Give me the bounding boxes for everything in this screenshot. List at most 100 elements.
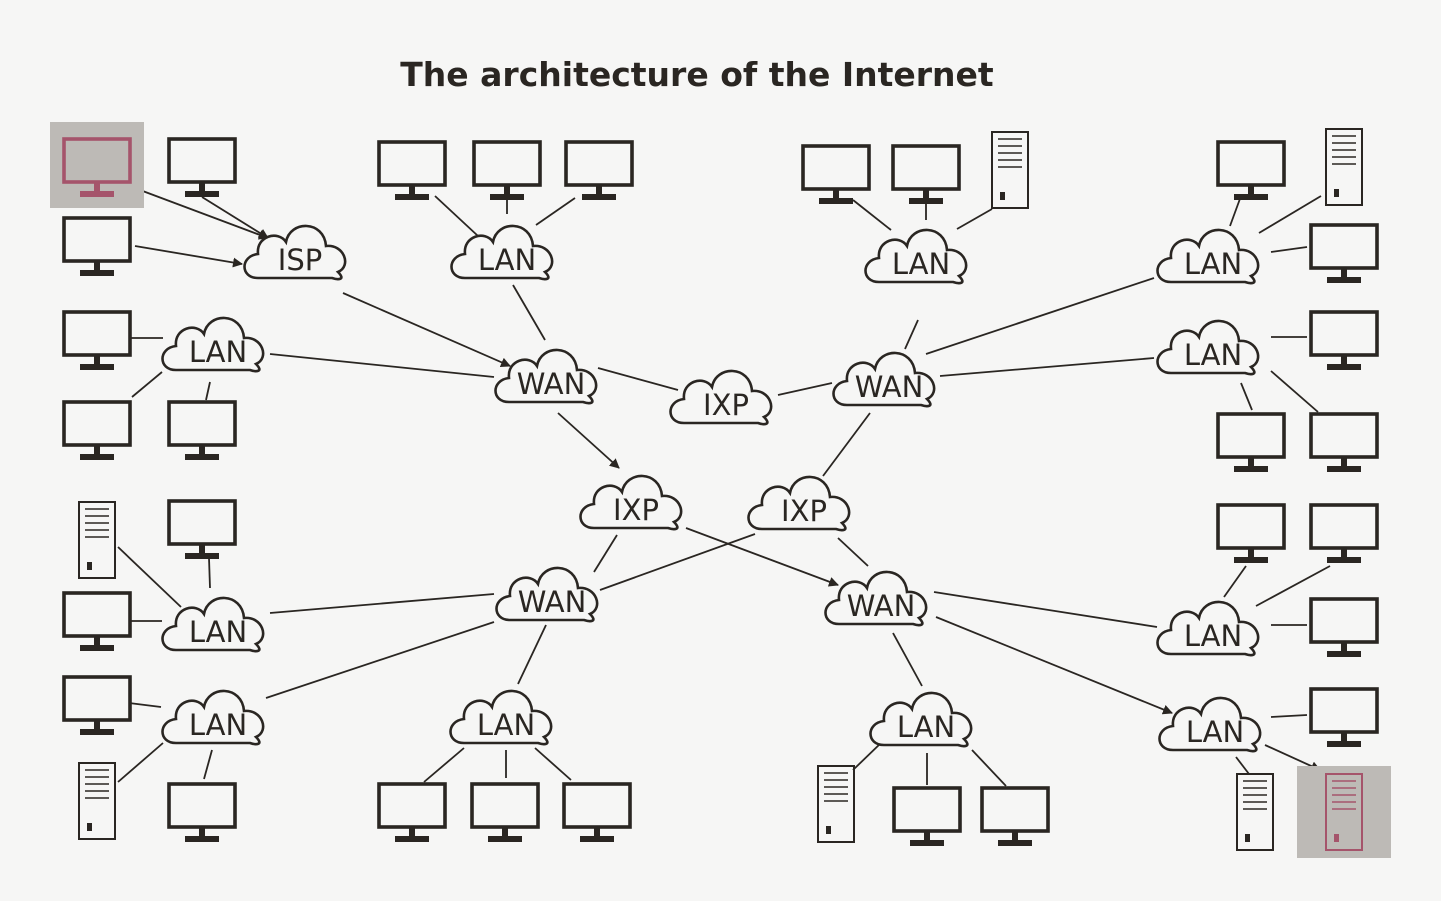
cloud-lan-ml: LAN xyxy=(161,316,265,373)
cloud-icon xyxy=(1158,696,1262,753)
route-arrow xyxy=(123,183,269,240)
monitor-icon xyxy=(1216,140,1286,200)
cloud-icon xyxy=(449,689,553,746)
connection-line xyxy=(956,208,993,230)
connection-line xyxy=(1258,195,1322,234)
monitor-icon xyxy=(167,499,237,559)
monitor-icon xyxy=(1216,412,1286,472)
connection-line xyxy=(265,621,495,699)
cloud-icon xyxy=(161,689,265,746)
monitor-icon xyxy=(472,140,542,200)
route-arrow xyxy=(935,616,1173,715)
monitor-icon xyxy=(564,140,634,200)
cloud-label: LAN xyxy=(477,708,535,742)
cloud-label: WAN xyxy=(847,589,916,623)
connection-line xyxy=(208,557,211,589)
connections xyxy=(117,183,1331,787)
connection-line xyxy=(269,593,495,614)
cloud-icon xyxy=(579,474,683,531)
cloud-label: LAN xyxy=(892,247,950,281)
cloud-icon xyxy=(832,351,936,408)
connection-line xyxy=(597,367,679,391)
cloud-label: LAN xyxy=(897,710,955,744)
connection-line xyxy=(1240,382,1253,411)
source-computer-monitor-icon xyxy=(62,137,132,197)
monitor-icon xyxy=(1216,503,1286,563)
connection-line xyxy=(971,749,1007,787)
connection-line xyxy=(904,319,919,350)
cloud-label: ISP xyxy=(278,243,322,277)
connection-line xyxy=(117,546,182,608)
connection-line xyxy=(117,742,164,783)
cloud-lan-br1: LAN xyxy=(1156,600,1260,657)
cloud-lan-bc1: LAN xyxy=(449,689,553,746)
monitor-icon xyxy=(377,782,447,842)
monitor-icon xyxy=(1309,687,1379,747)
connection-line xyxy=(1270,714,1308,718)
cloud-lan-tc2: LAN xyxy=(864,228,968,285)
monitor-icon xyxy=(167,782,237,842)
connection-line xyxy=(925,277,1155,355)
route-arrow xyxy=(342,292,511,367)
monitor-icon xyxy=(1309,310,1379,370)
connection-line xyxy=(852,741,883,771)
cloud-icon xyxy=(161,596,265,653)
monitor-icon xyxy=(1309,503,1379,563)
cloud-wan-br: WAN xyxy=(824,570,928,627)
cloud-label: LAN xyxy=(478,243,536,277)
cloud-ixp-c: IXP xyxy=(669,369,773,426)
monitor-icon xyxy=(62,591,132,651)
connection-line xyxy=(599,533,756,591)
connection-line xyxy=(434,195,479,237)
monitor-icon xyxy=(62,675,132,735)
connection-line xyxy=(269,353,495,378)
cloud-lan-br2: LAN xyxy=(1158,696,1262,753)
destination-server-icon xyxy=(1325,773,1363,851)
cloud-wan-r: WAN xyxy=(832,351,936,408)
cloud-ixp-r: IXP xyxy=(747,475,851,532)
cloud-icon xyxy=(864,228,968,285)
cloud-lan-tc1: LAN xyxy=(450,224,554,281)
cloud-lan-bl1: LAN xyxy=(161,596,265,653)
cloud-label: WAN xyxy=(518,585,587,619)
cloud-icon xyxy=(450,224,554,281)
cloud-label: IXP xyxy=(781,494,827,528)
cloud-lan-tr1: LAN xyxy=(1156,228,1260,285)
cloud-icon xyxy=(669,369,773,426)
route-arrow xyxy=(685,527,839,587)
connection-line xyxy=(852,199,892,231)
connection-line xyxy=(1270,370,1319,413)
connection-line xyxy=(939,357,1155,377)
monitor-icon xyxy=(62,216,132,276)
connection-line xyxy=(777,382,833,396)
destination-highlight-box xyxy=(1297,766,1391,858)
monitor-icon xyxy=(62,310,132,370)
cloud-lan-tr2: LAN xyxy=(1156,319,1260,376)
devices xyxy=(50,122,1391,858)
cloud-icon xyxy=(243,224,347,281)
route-arrow xyxy=(557,412,620,469)
connection-line xyxy=(203,749,213,780)
connection-line xyxy=(131,371,163,398)
cloud-icon xyxy=(869,691,973,748)
cloud-icon xyxy=(495,566,599,623)
connection-line xyxy=(512,284,546,341)
cloud-ixp-l: IXP xyxy=(579,474,683,531)
cloud-isp-tl: ISP xyxy=(243,224,347,281)
connection-line xyxy=(534,747,572,781)
cloud-icon xyxy=(161,316,265,373)
route-arrow xyxy=(201,196,269,239)
cloud-label: IXP xyxy=(613,493,659,527)
server-icon xyxy=(817,765,855,843)
cloud-label: LAN xyxy=(1184,247,1242,281)
connection-line xyxy=(1270,246,1308,253)
monitor-icon xyxy=(892,786,962,846)
cloud-label: WAN xyxy=(855,370,924,404)
monitor-icon xyxy=(801,144,871,204)
cloud-label: LAN xyxy=(189,708,247,742)
connection-line xyxy=(1235,756,1250,775)
cloud-lan-bl2: LAN xyxy=(161,689,265,746)
server-icon xyxy=(78,501,116,579)
